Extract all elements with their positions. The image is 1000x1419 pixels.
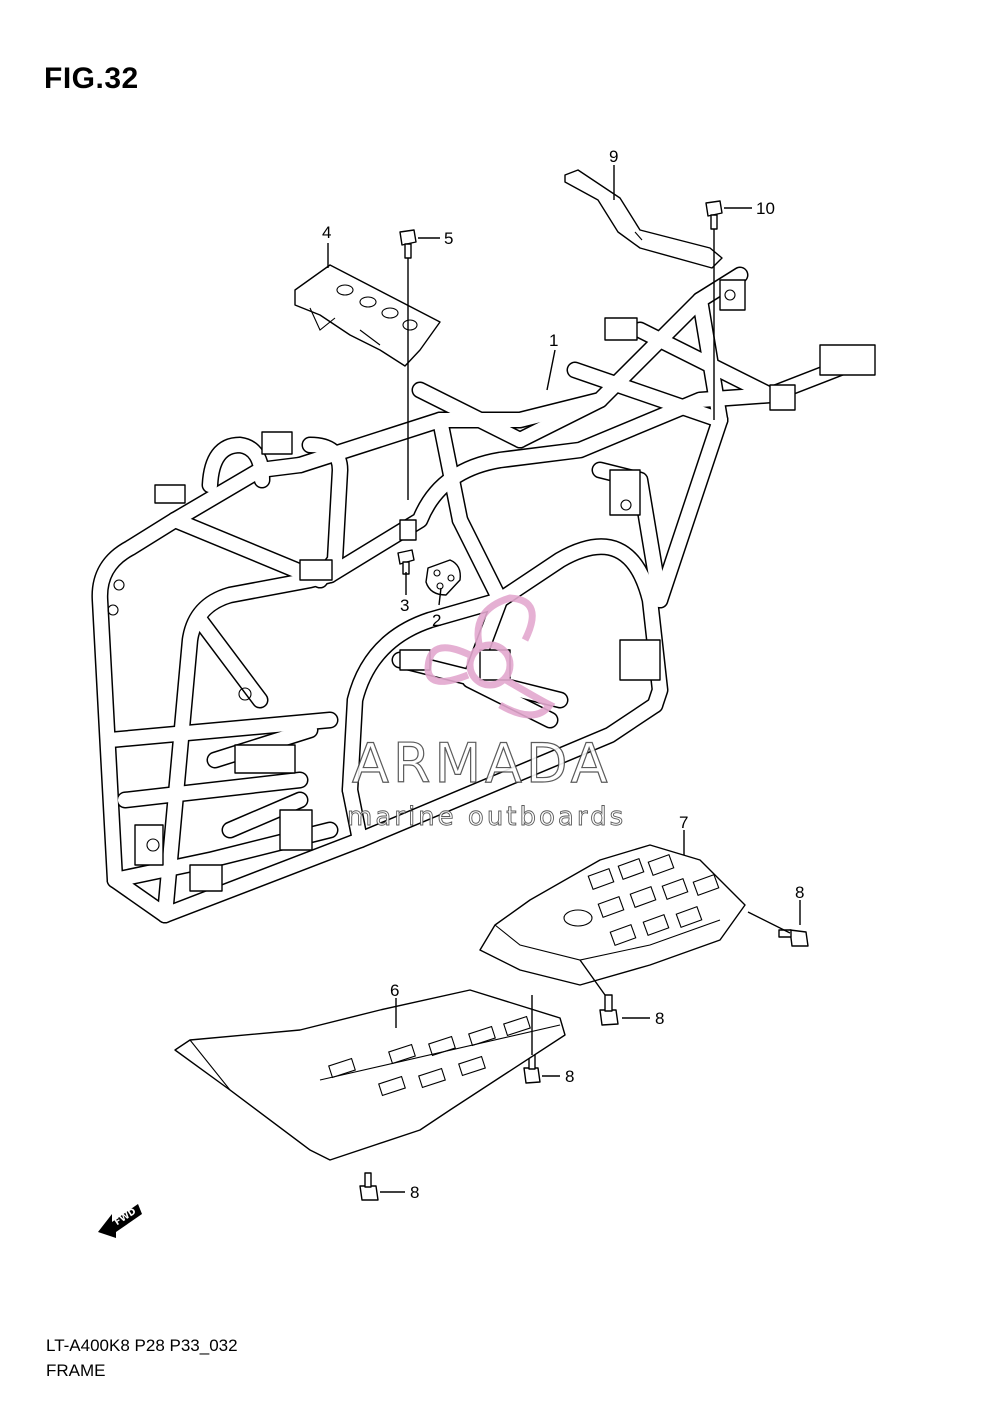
forward-arrow-icon: FWD [98,1204,142,1238]
callout-2: 2 [432,611,441,630]
diagram-code: LT-A400K8 P28 P33_032 [46,1336,238,1355]
skid-plate-part-7 [479,844,746,986]
callout-6: 6 [390,981,399,1000]
bolt-part-8-d [359,1172,379,1201]
bolt-part-5 [399,229,417,259]
diagram-name: FRAME [46,1361,106,1380]
bolt-part-8-a [778,929,809,947]
bolt-part-10 [705,200,723,230]
bolt-part-8-c [523,1054,541,1084]
watermark-tagline: marine outboards [347,802,626,832]
callout-3: 3 [400,596,409,615]
callout-8-mid: 8 [655,1009,664,1028]
callout-8-lower: 8 [565,1067,574,1086]
callout-9: 9 [609,147,618,166]
figure-title: FIG.32 [44,62,139,95]
callout-8-bottom: 8 [410,1183,419,1202]
watermark: ARMADA marine outboards [347,594,626,832]
callout-1: 1 [549,331,558,350]
callout-10: 10 [756,199,775,218]
skid-plate-part-6 [174,989,566,1161]
callout-4: 4 [322,223,331,242]
callout-5: 5 [444,229,453,248]
propeller-logo-icon [424,594,556,719]
callout-7: 7 [679,813,688,832]
plate-part-4 [294,264,441,367]
plate-part-2 [425,559,461,596]
callout-8-right: 8 [795,883,804,902]
stay-part-9 [564,169,723,269]
bolt-part-3 [397,549,415,575]
watermark-name: ARMADA [352,732,612,795]
leader-lines [327,165,801,1193]
bolt-part-8-b [599,994,619,1026]
